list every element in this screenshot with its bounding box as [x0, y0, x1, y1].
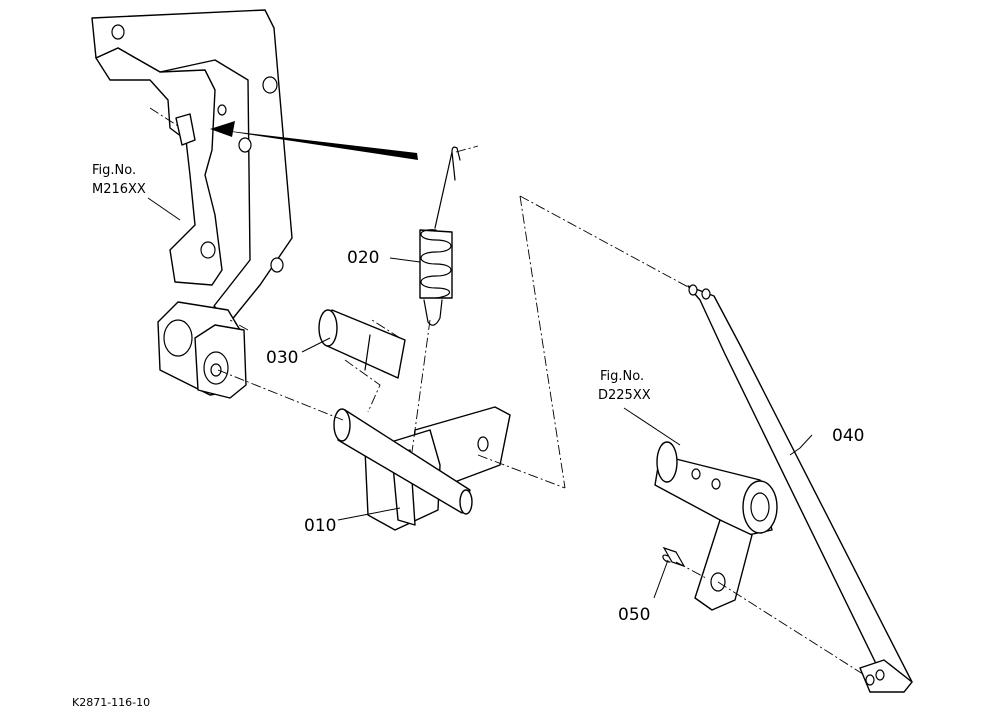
pivot-bushings	[157, 301, 247, 399]
frame-bracket	[91, 9, 293, 323]
clip	[662, 546, 686, 568]
part-label-050: 050	[618, 605, 650, 625]
leader-lines	[147, 197, 813, 599]
assembly-arrow	[210, 121, 418, 160]
fig-ref-m216-line2: M216XX	[92, 182, 146, 197]
drawing-code: K2871-116-10	[72, 696, 150, 709]
part-label-040: 040	[832, 426, 864, 446]
part-label-020: 020	[347, 248, 379, 268]
arm-bushing	[654, 441, 778, 611]
part-label-030: 030	[266, 348, 298, 368]
lever-plate	[333, 406, 511, 531]
fig-ref-d225-line1: Fig.No.	[600, 369, 644, 384]
fig-ref-d225-line2: D225XX	[598, 388, 651, 403]
pin	[318, 309, 406, 379]
fig-ref-m216-line1: Fig.No.	[92, 163, 136, 178]
spring	[419, 146, 461, 326]
part-label-010: 010	[304, 516, 336, 536]
guide-lines	[217, 145, 867, 677]
rod	[687, 284, 913, 693]
